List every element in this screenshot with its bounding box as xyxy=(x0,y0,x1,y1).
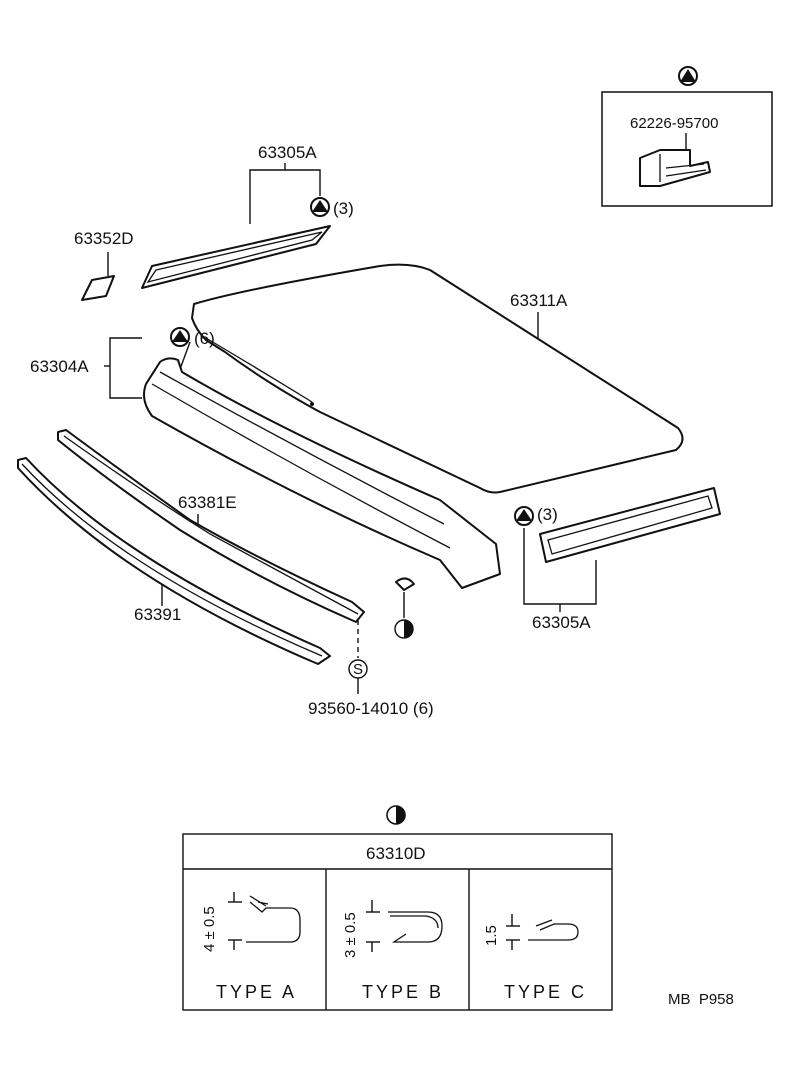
page-code: MB P958 xyxy=(668,991,734,1008)
clip-inset: 62226-95700 xyxy=(601,66,773,207)
label-63311a: 63311A xyxy=(510,291,568,310)
triangle-marker-icon xyxy=(172,330,188,342)
spoiler-63304a: 63304A (6) xyxy=(30,327,501,589)
triangle-marker-icon xyxy=(680,69,696,82)
pad-63352d: 63352D xyxy=(74,229,134,301)
triangle-marker-icon xyxy=(312,200,328,212)
type-a-dimension: 4 ± 0.5 xyxy=(201,906,218,952)
roof-panel-63311a: 63311A xyxy=(191,263,684,494)
screw-symbol: S xyxy=(353,661,363,678)
type-b-dimension: 3 ± 0.5 xyxy=(342,912,359,958)
triangle-marker-icon xyxy=(516,509,532,521)
weatherstrip-63391: 63391 xyxy=(17,457,331,665)
screw-93560: S 93560-14010 (6) xyxy=(308,620,434,718)
clip-icon xyxy=(639,149,711,187)
label-63304a: 63304A xyxy=(30,357,89,376)
molding-63305a-right: (3) 63305A xyxy=(514,487,721,632)
label-63391: 63391 xyxy=(134,605,181,624)
molding-63305a-top: 63305A (3) xyxy=(141,143,354,289)
type-c-cell: 1.5 TYPE C xyxy=(483,914,587,1002)
type-b-cell: 3 ± 0.5 TYPE B xyxy=(342,900,444,1002)
label-63304a-qty: (6) xyxy=(194,329,215,348)
label-63381e: 63381E xyxy=(178,493,237,512)
type-a-cell: 4 ± 0.5 TYPE A xyxy=(201,892,301,1002)
label-63305a-right-qty: (3) xyxy=(537,505,558,524)
type-c-label: TYPE C xyxy=(504,982,587,1002)
label-63305a-top: 63305A xyxy=(258,143,317,162)
label-screw: 93560-14010 (6) xyxy=(308,699,434,718)
label-63305a-top-qty: (3) xyxy=(333,199,354,218)
weatherstrip-type-table: 63310D 4 ± 0.5 TYPE A 3 ± 0.5 TYPE B 1.5 xyxy=(182,805,613,1011)
type-b-label: TYPE B xyxy=(362,982,444,1002)
table-part-number: 63310D xyxy=(366,844,426,863)
clip-part-number: 62226-95700 xyxy=(630,115,718,132)
type-a-label: TYPE A xyxy=(216,982,297,1002)
label-63305a-right: 63305A xyxy=(532,613,591,632)
type-c-dimension: 1.5 xyxy=(483,925,500,946)
seal-clip xyxy=(394,577,415,639)
label-63352d: 63352D xyxy=(74,229,134,248)
rail-63381e: 63381E xyxy=(57,429,365,623)
